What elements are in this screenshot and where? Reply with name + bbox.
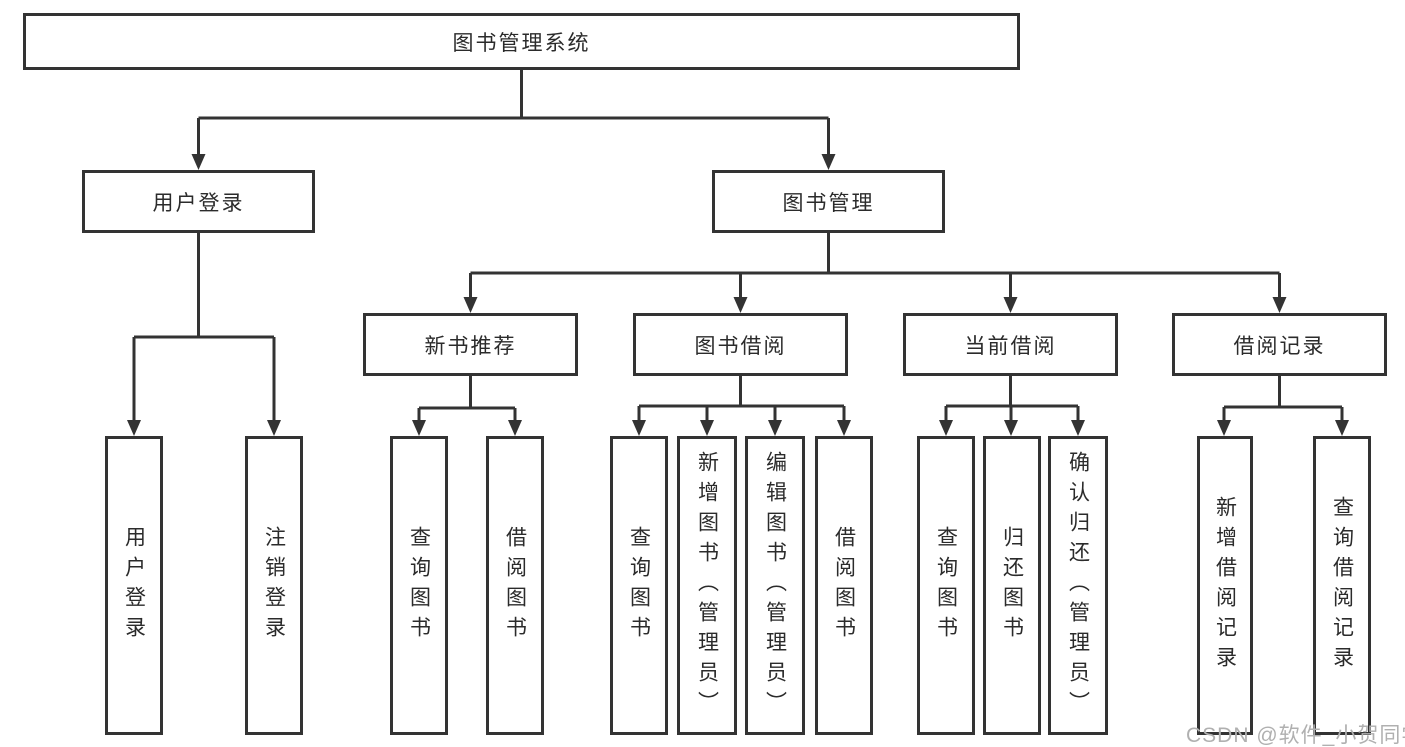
- node-book-borrowing: 图书借阅: [633, 313, 848, 376]
- leaf-return-books: 归还图书: [983, 436, 1041, 735]
- leaf-confirm-return-admin: 确认归还（管理员）: [1048, 436, 1108, 735]
- node-new-book-recommendation: 新书推荐: [363, 313, 578, 376]
- node-book-management-branch: 图书管理: [712, 170, 945, 233]
- connector-mgmt-to-level2: [469, 233, 1281, 298]
- leaf-borrowing-query-books: 查询图书: [610, 436, 668, 735]
- node-current-borrowing: 当前借阅: [903, 313, 1118, 376]
- leaf-logout: 注销登录: [245, 436, 303, 735]
- arrowheads-level1: [191, 154, 836, 170]
- arrowheads-records-children: [1217, 420, 1349, 436]
- node-borrowing-records: 借阅记录: [1172, 313, 1387, 376]
- node-library-system-root: 图书管理系统: [23, 13, 1020, 70]
- arrowheads-borrowing-children: [632, 420, 851, 436]
- node-user-login-branch: 用户登录: [82, 170, 315, 233]
- leaf-recommend-borrow-books: 借阅图书: [486, 436, 544, 735]
- arrowheads-login-children: [127, 420, 281, 436]
- connector-login-children: [132, 233, 276, 421]
- leaf-add-borrow-record: 新增借阅记录: [1197, 436, 1253, 735]
- connector-root-to-level1: [197, 70, 830, 155]
- connector-recommend-children: [417, 376, 517, 421]
- leaf-current-query-books: 查询图书: [917, 436, 975, 735]
- connector-records-children: [1222, 376, 1344, 421]
- arrowheads-level2: [463, 297, 1287, 313]
- leaf-borrowing-borrow-books: 借阅图书: [815, 436, 873, 735]
- leaf-query-borrow-record: 查询借阅记录: [1313, 436, 1371, 735]
- csdn-watermark: CSDN @软件_小贺同学: [1186, 724, 1405, 747]
- leaf-add-books-admin: 新增图书（管理员）: [677, 436, 737, 735]
- connector-current-children: [944, 376, 1080, 421]
- connector-borrowing-children: [637, 376, 846, 421]
- leaf-user-login: 用户登录: [105, 436, 163, 735]
- leaf-recommend-query-books: 查询图书: [390, 436, 448, 735]
- arrowheads-current-children: [939, 420, 1085, 436]
- arrowheads-recommend-children: [412, 420, 522, 436]
- leaf-edit-books-admin: 编辑图书（管理员）: [745, 436, 805, 735]
